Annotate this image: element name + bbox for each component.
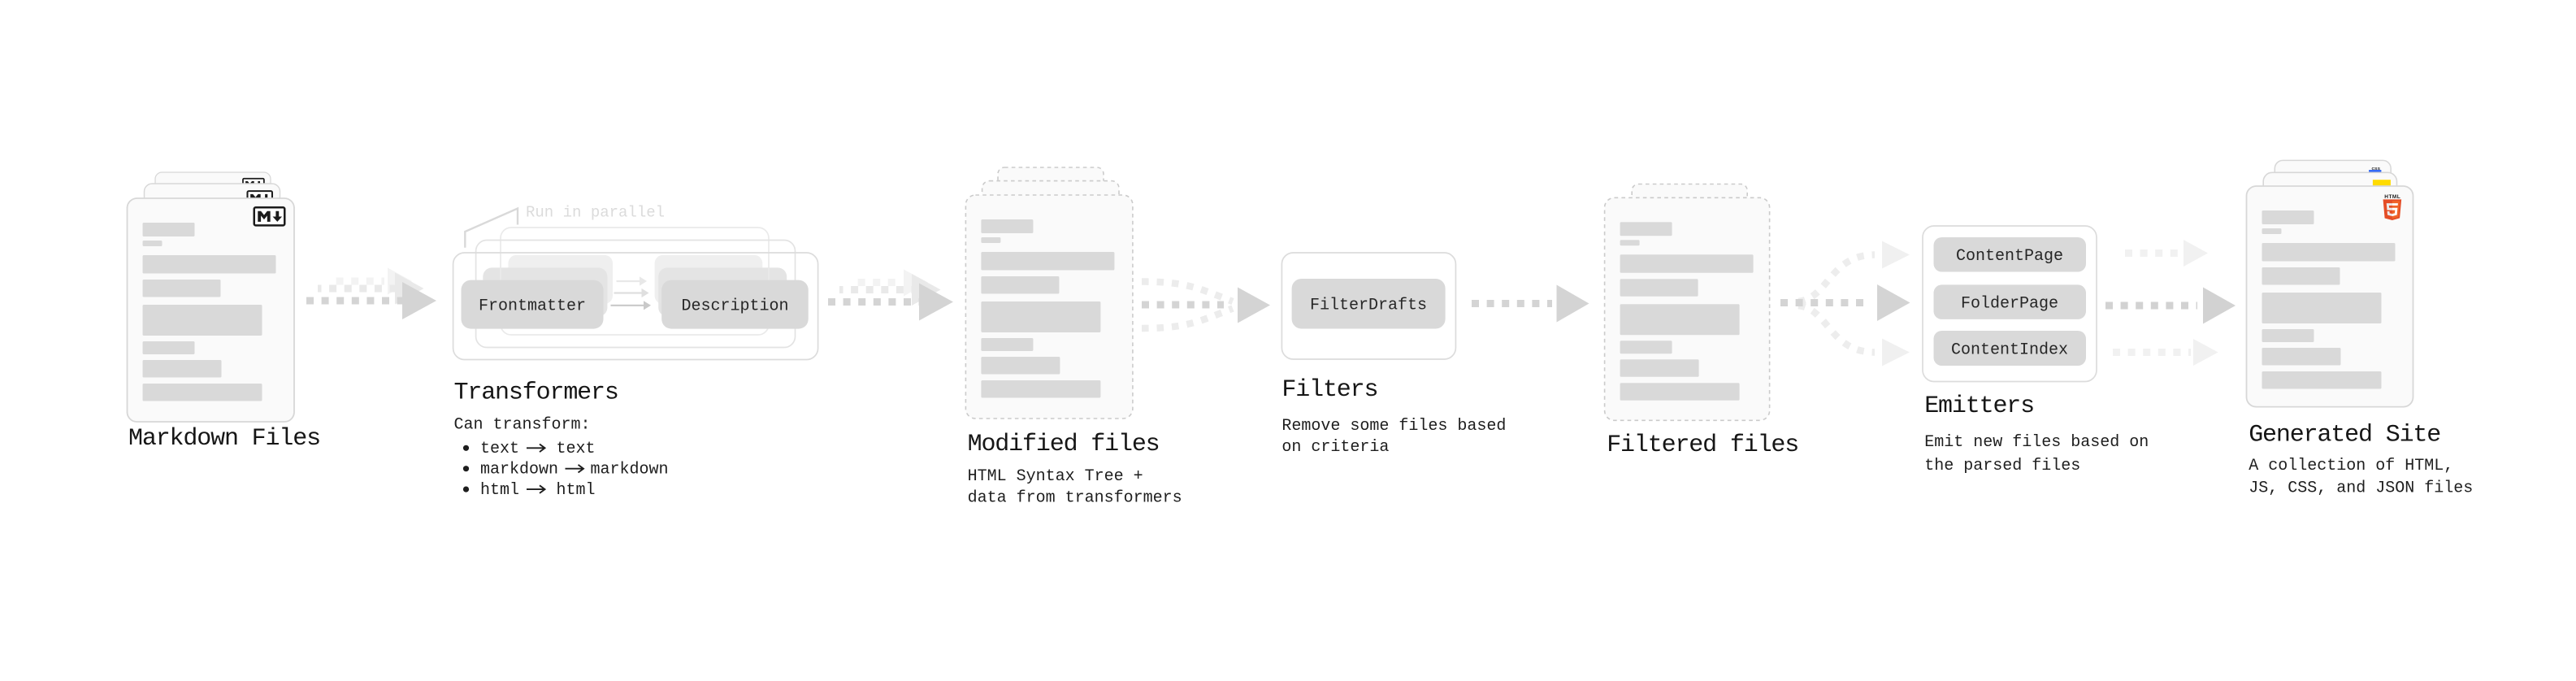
svg-text:Emit new files based on: Emit new files based on xyxy=(1924,433,2149,452)
svg-text:Can transform:: Can transform: xyxy=(454,416,591,435)
svg-text:JS, CSS, and JSON files: JS, CSS, and JSON files xyxy=(2249,479,2473,498)
svg-text:Modified files: Modified files xyxy=(968,431,1160,458)
svg-text:ContentPage: ContentPage xyxy=(1956,247,2063,266)
svg-text:Markdown Files: Markdown Files xyxy=(128,425,320,453)
svg-text:Filtered files: Filtered files xyxy=(1607,432,1798,459)
svg-text:html: html xyxy=(480,481,519,500)
svg-text:Description: Description xyxy=(681,297,788,316)
svg-text:FilterDrafts: FilterDrafts xyxy=(1310,297,1427,315)
svg-text:markdown: markdown xyxy=(591,460,669,479)
svg-text:FolderPage: FolderPage xyxy=(1961,295,2058,314)
svg-text:Emitters: Emitters xyxy=(1924,393,2034,420)
svg-text:data from transformers: data from transformers xyxy=(968,488,1182,507)
svg-text:CSS: CSS xyxy=(2372,167,2381,171)
svg-text:Remove some files based: Remove some files based xyxy=(1281,417,1506,436)
svg-text:Frontmatter: Frontmatter xyxy=(479,297,586,316)
svg-text:html: html xyxy=(557,481,596,500)
svg-text:HTML: HTML xyxy=(2384,194,2400,200)
svg-text:A collection of HTML,: A collection of HTML, xyxy=(2249,457,2453,475)
svg-text:markdown: markdown xyxy=(480,460,558,479)
svg-text:Run in parallel: Run in parallel xyxy=(526,204,665,222)
svg-text:Filters: Filters xyxy=(1281,376,1377,404)
svg-text:the parsed files: the parsed files xyxy=(1924,457,2080,475)
svg-text:on criteria: on criteria xyxy=(1281,438,1389,457)
svg-text:text: text xyxy=(557,440,596,458)
svg-text:Generated Site: Generated Site xyxy=(2249,422,2440,449)
svg-text:HTML Syntax Tree +: HTML Syntax Tree + xyxy=(968,467,1143,486)
svg-text:ContentIndex: ContentIndex xyxy=(1951,340,2068,359)
svg-text:Transformers: Transformers xyxy=(454,380,618,407)
svg-text:text: text xyxy=(480,440,519,458)
